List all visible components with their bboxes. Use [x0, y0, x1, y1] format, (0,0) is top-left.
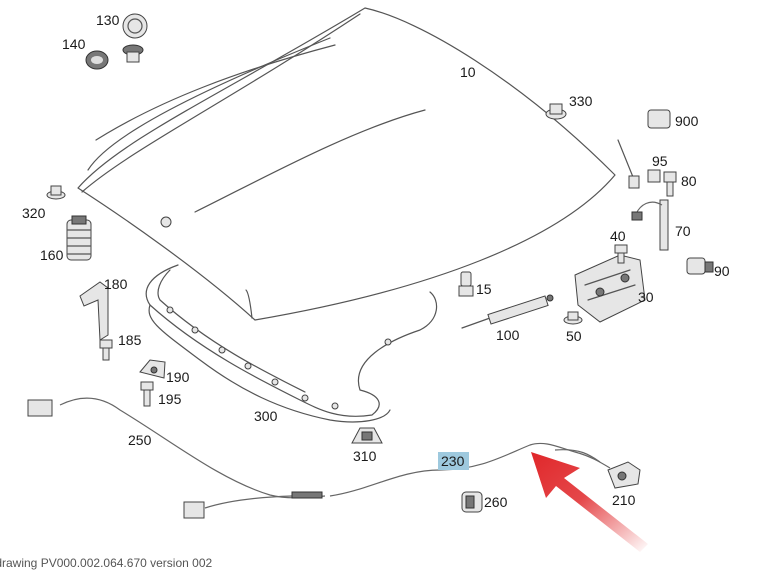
hood-part[interactable] — [77, 7, 616, 321]
callout-190: 190 — [166, 369, 190, 385]
callout-10: 10 — [460, 64, 476, 80]
gas-strut-100-part[interactable] — [461, 294, 554, 329]
bumper-320-part[interactable] — [46, 185, 66, 200]
harness-900-part[interactable] — [617, 109, 671, 189]
release-cable-230-part[interactable] — [329, 442, 611, 497]
callout-250: 250 — [128, 432, 152, 448]
pointer-arrow — [531, 452, 648, 552]
hinge-30-part[interactable] — [574, 254, 646, 323]
callout-185: 185 — [118, 332, 142, 348]
bumper-50-part[interactable] — [563, 311, 583, 325]
pin-15-part[interactable] — [458, 271, 474, 297]
callout-230-highlight — [438, 452, 469, 470]
callout-30: 30 — [638, 289, 654, 305]
hood-seal-part[interactable] — [145, 264, 438, 423]
callout-95: 95 — [652, 153, 668, 169]
callout-130: 130 — [96, 12, 120, 28]
callout-90: 90 — [714, 263, 730, 279]
callout-100: 100 — [496, 327, 520, 343]
callout-15: 15 — [476, 281, 492, 297]
callout-300: 300 — [254, 408, 278, 424]
callout-260: 260 — [484, 494, 508, 510]
callout-180: 180 — [104, 276, 128, 292]
callout-70: 70 — [675, 223, 691, 239]
clip-310-part[interactable] — [351, 427, 383, 444]
connector-90-part[interactable] — [686, 257, 714, 275]
callout-50: 50 — [566, 328, 582, 344]
release-lever-210-part[interactable] — [607, 461, 641, 489]
clip-95-part[interactable] — [647, 169, 661, 183]
drawing-caption: y drawing PV000.002.064.670 version 002 — [0, 556, 213, 570]
callout-310: 310 — [353, 448, 377, 464]
callout-230: 230 — [441, 453, 465, 469]
bracket-180-part[interactable] — [79, 281, 109, 341]
cable-clip-260-part[interactable] — [461, 491, 483, 513]
bolt-80-part[interactable] — [663, 171, 677, 197]
callout-330: 330 — [569, 93, 593, 109]
callout-140: 140 — [62, 36, 86, 52]
callout-900: 900 — [675, 113, 699, 129]
bolt-40-part[interactable] — [614, 244, 628, 264]
bumper-330-part[interactable] — [545, 103, 567, 120]
callout-80: 80 — [681, 173, 697, 189]
clip-190-part[interactable] — [139, 359, 166, 379]
callout-40: 40 — [610, 228, 626, 244]
emblem-ring-part[interactable] — [85, 50, 109, 70]
emblem-cap-part[interactable] — [122, 13, 148, 63]
sensor-70-part[interactable] — [631, 199, 669, 251]
callout-320: 320 — [22, 205, 46, 221]
bolt-185-part[interactable] — [99, 339, 113, 361]
bolt-195-part[interactable] — [140, 381, 154, 407]
callout-160: 160 — [40, 247, 64, 263]
callout-210: 210 — [612, 492, 636, 508]
buffer-160-part[interactable] — [66, 215, 92, 261]
release-cable-250-part[interactable] — [27, 397, 326, 519]
callout-195: 195 — [158, 391, 182, 407]
